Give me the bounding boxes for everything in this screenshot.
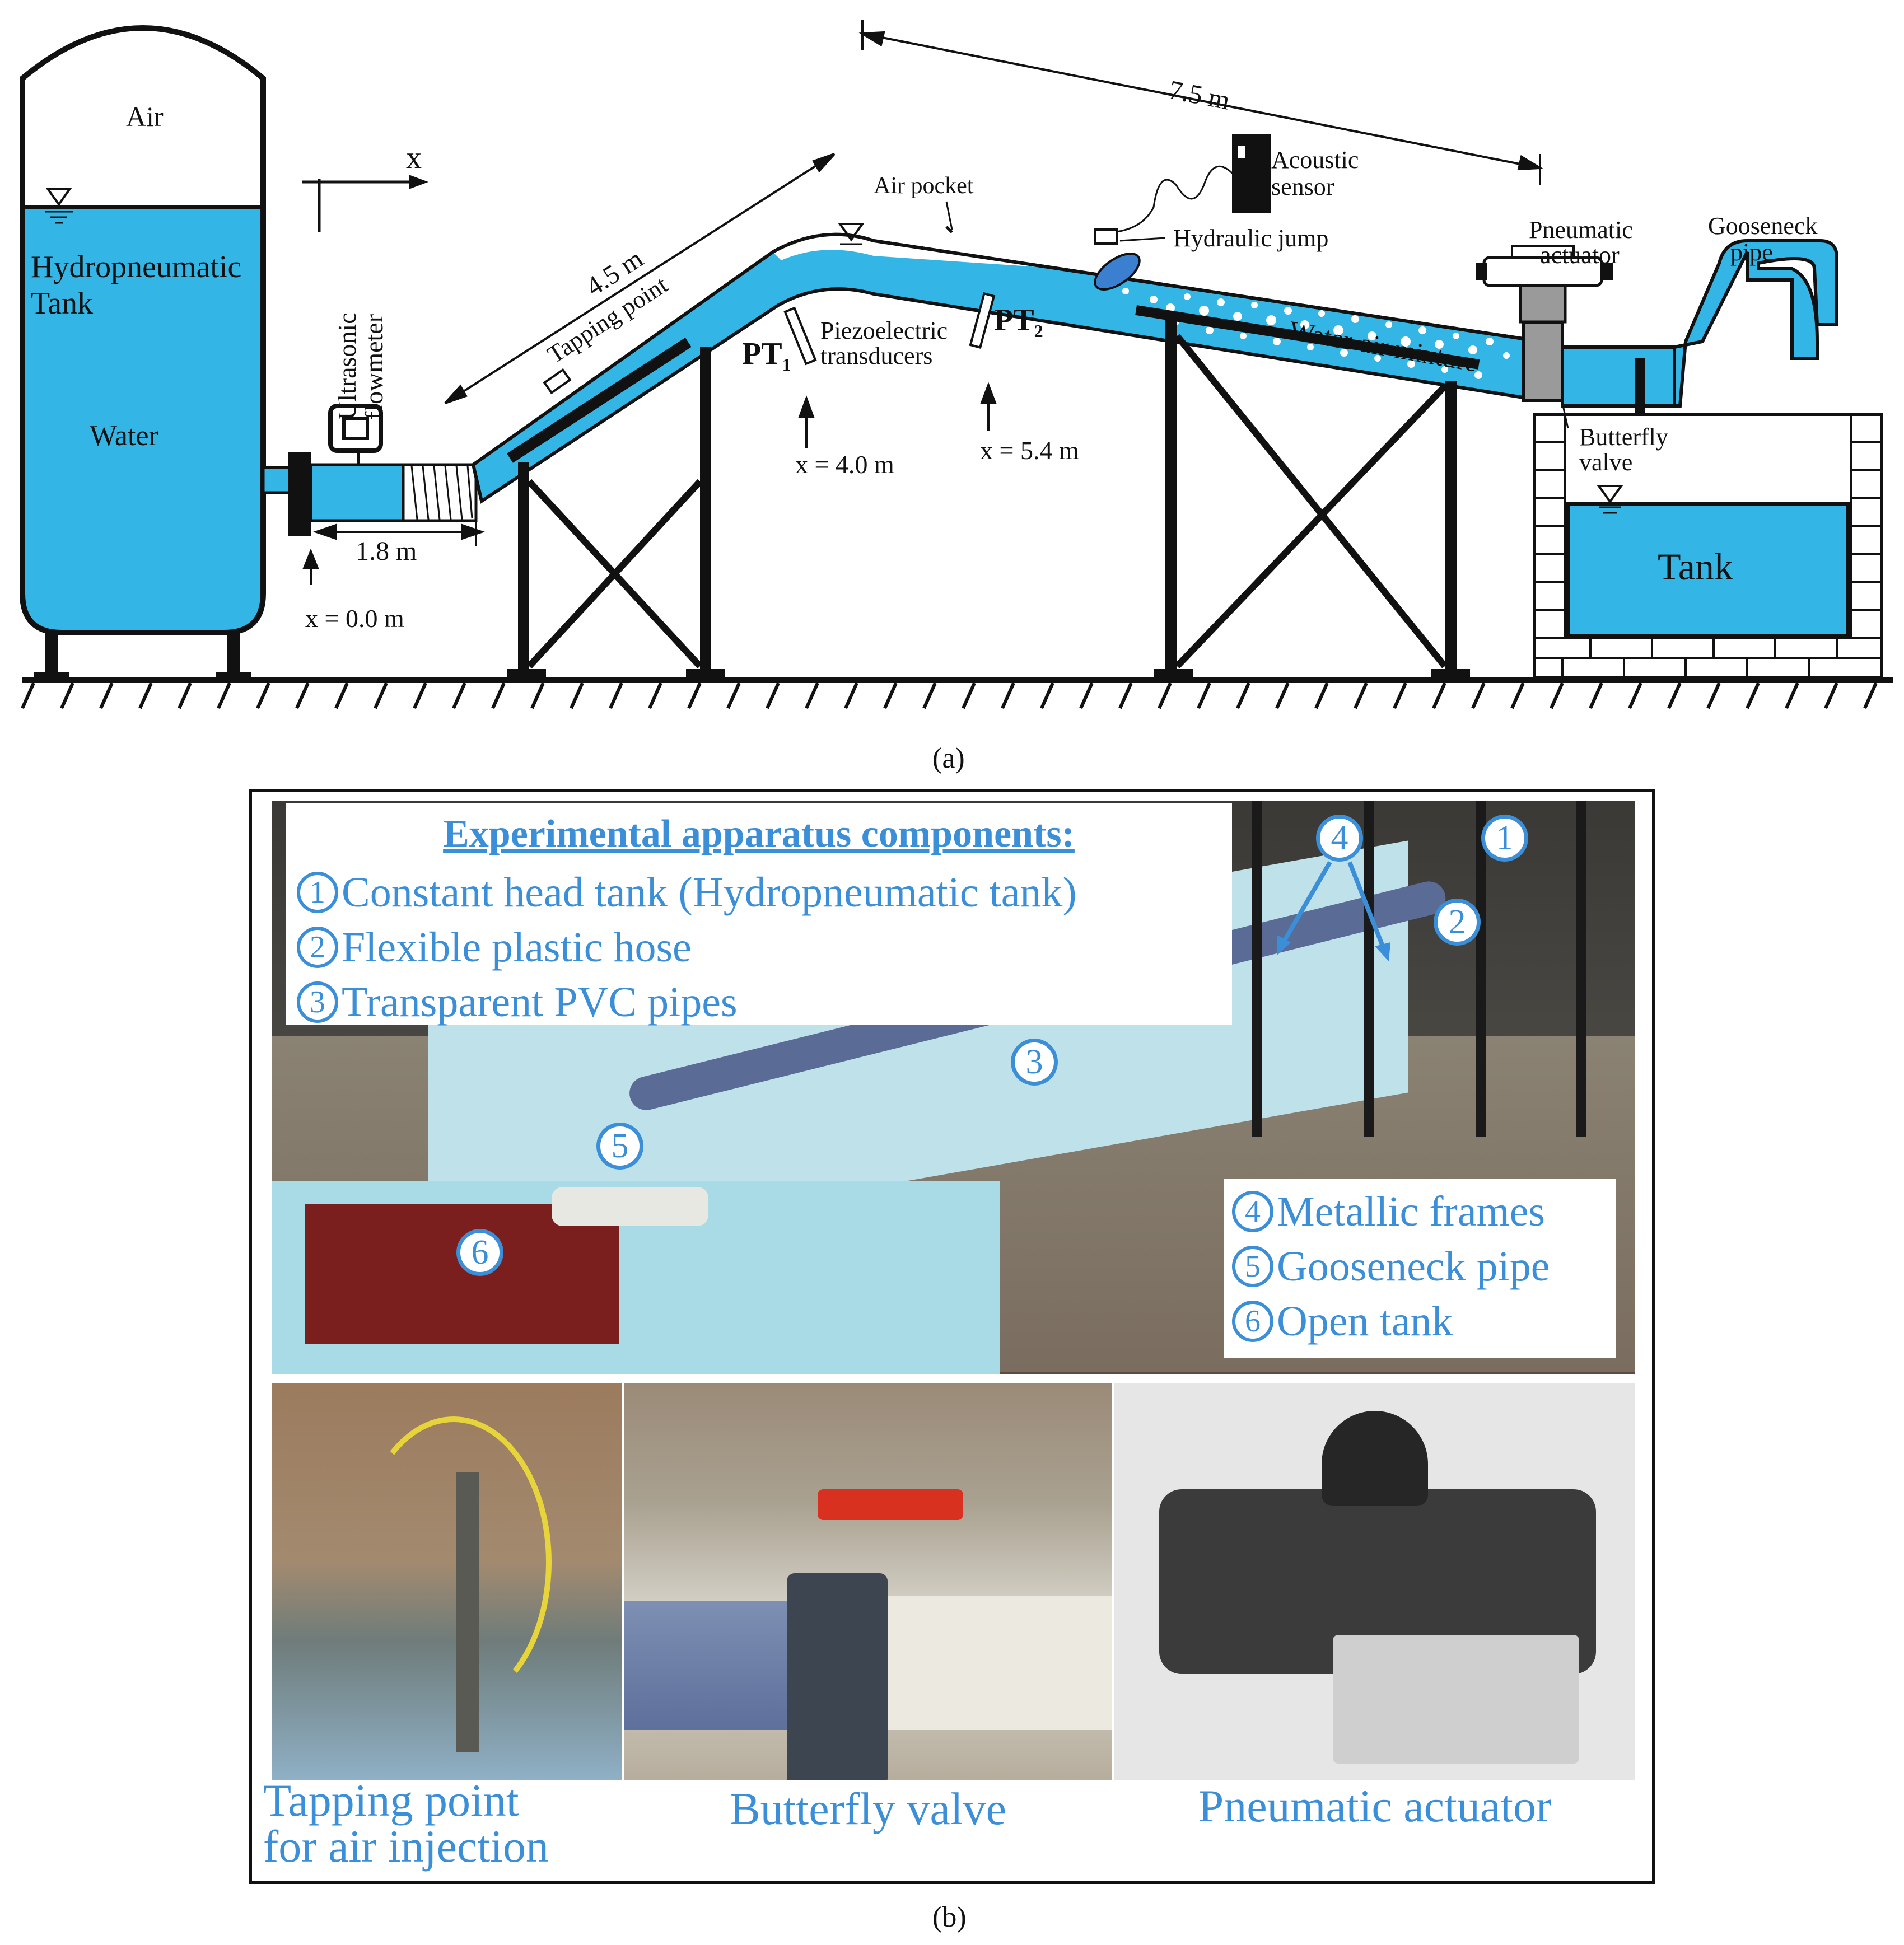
label-x4: x = 4.0 m bbox=[795, 450, 894, 479]
label-dist-7-5: 7.5 m bbox=[1166, 75, 1232, 116]
caption-butterfly-valve: Butterfly valve bbox=[729, 1783, 1007, 1834]
legend-text-1: Constant head tank (Hydropneumatic tank) bbox=[342, 868, 1077, 916]
label-pneumatic-1: Pneumatic bbox=[1529, 216, 1633, 244]
legend-item-1: 1 Constant head tank (Hydropneumatic tan… bbox=[297, 865, 1221, 920]
legend-item-3: 3 Transparent PVC pipes bbox=[297, 975, 1221, 1030]
panel-b-letter: (b) bbox=[932, 1901, 967, 1933]
main-pipeline bbox=[471, 223, 1525, 504]
label-water: Water bbox=[90, 420, 158, 452]
legend-item-2: 2 Flexible plastic hose bbox=[297, 920, 1221, 975]
photo-tag-5: 5 bbox=[596, 1123, 643, 1170]
label-pt2: PT2 bbox=[994, 303, 1043, 341]
photo-tag-2: 2 bbox=[1434, 899, 1481, 946]
transducers bbox=[783, 134, 1271, 366]
caption-tapping-point: Tapping point for air injection bbox=[263, 1778, 599, 1869]
pneumatic-actuator-photo bbox=[1114, 1383, 1635, 1780]
caption-pneumatic-actuator: Pneumatic actuator bbox=[1198, 1780, 1552, 1831]
open-tank bbox=[1533, 413, 1883, 679]
support-frames bbox=[507, 305, 1480, 680]
legend-item-5: 5 Gooseneck pipe bbox=[1232, 1239, 1607, 1294]
photo-tag-1: 1 bbox=[1481, 815, 1528, 862]
tapping-point-photo bbox=[272, 1383, 622, 1780]
main-photo bbox=[272, 801, 1635, 1374]
caption-tapping-1: Tapping point bbox=[263, 1775, 519, 1826]
valve-gooseneck bbox=[1476, 239, 1838, 414]
butterfly-valve-photo bbox=[624, 1383, 1112, 1780]
label-hydro-2: Tank bbox=[31, 286, 93, 321]
hydropneumatic-tank bbox=[20, 25, 266, 681]
label-tank: Tank bbox=[1658, 545, 1733, 588]
label-piezo-2: transducers bbox=[820, 342, 932, 370]
legend-number-3: 3 bbox=[297, 981, 338, 1023]
label-air-pocket: Air pocket bbox=[874, 173, 974, 199]
legend-number-2: 2 bbox=[297, 927, 338, 968]
x-axis-indicator bbox=[302, 175, 428, 232]
legend-number-5: 5 bbox=[1232, 1246, 1273, 1287]
legend-text-4: Metallic frames bbox=[1277, 1187, 1546, 1235]
legend-text-3: Transparent PVC pipes bbox=[342, 978, 738, 1026]
inlet-pipe bbox=[262, 404, 478, 536]
panel-a-letter: (a) bbox=[932, 742, 965, 774]
legend-number-6: 6 bbox=[1232, 1301, 1273, 1342]
label-x54: x = 5.4 m bbox=[980, 436, 1079, 465]
ground bbox=[21, 677, 1893, 709]
label-hydraulic-jump: Hydraulic jump bbox=[1173, 225, 1328, 252]
legend-title: Experimental apparatus components: bbox=[443, 812, 1075, 855]
legend-bottom: 4 Metallic frames 5 Gooseneck pipe 6 Ope… bbox=[1224, 1179, 1616, 1358]
schematic-diagram: Air Hydropneumatic Tank Water x Ultrason… bbox=[20, 20, 1893, 709]
label-pneumatic-2: actuator bbox=[1540, 241, 1620, 269]
legend-item-6: 6 Open tank bbox=[1232, 1294, 1607, 1349]
legend-text-2: Flexible plastic hose bbox=[342, 923, 692, 971]
label-dist-1-8: 1.8 m bbox=[356, 536, 417, 566]
legend-number-1: 1 bbox=[297, 872, 338, 913]
photo-tag-3: 3 bbox=[1011, 1039, 1058, 1086]
label-butterfly-1: Butterfly bbox=[1579, 423, 1668, 451]
legend-text-6: Open tank bbox=[1277, 1297, 1453, 1345]
label-acoustic-2: sensor bbox=[1271, 173, 1334, 200]
label-acoustic-1: Acoustic bbox=[1271, 146, 1359, 174]
dimension-arrows bbox=[302, 20, 1544, 585]
frame-arrows bbox=[1277, 861, 1390, 961]
panel-b-frame: Experimental apparatus components: 1 Con… bbox=[249, 789, 1655, 1884]
photo-tag-4: 4 bbox=[1316, 815, 1363, 862]
legend-top: Experimental apparatus components: 1 Con… bbox=[286, 803, 1232, 1026]
label-gooseneck-1: Gooseneck bbox=[1708, 212, 1818, 240]
label-pt1: PT1 bbox=[742, 336, 791, 375]
caption-tapping-2: for air injection bbox=[263, 1821, 549, 1872]
label-air: Air bbox=[126, 101, 164, 132]
legend-text-5: Gooseneck pipe bbox=[1277, 1242, 1550, 1290]
label-x-axis: x bbox=[406, 141, 422, 175]
label-ultrasonic: Ultrasonic flowmeter bbox=[333, 306, 388, 420]
label-piezo-1: Piezoelectric bbox=[820, 317, 948, 344]
legend-number-4: 4 bbox=[1232, 1191, 1273, 1232]
label-x0: x = 0.0 m bbox=[305, 604, 404, 633]
label-hydro-1: Hydropneumatic bbox=[31, 250, 241, 284]
legend-item-4: 4 Metallic frames bbox=[1232, 1184, 1607, 1239]
label-gooseneck-2: pipe bbox=[1730, 239, 1773, 266]
label-butterfly-2: valve bbox=[1579, 448, 1632, 476]
photo-tag-6: 6 bbox=[456, 1229, 503, 1276]
